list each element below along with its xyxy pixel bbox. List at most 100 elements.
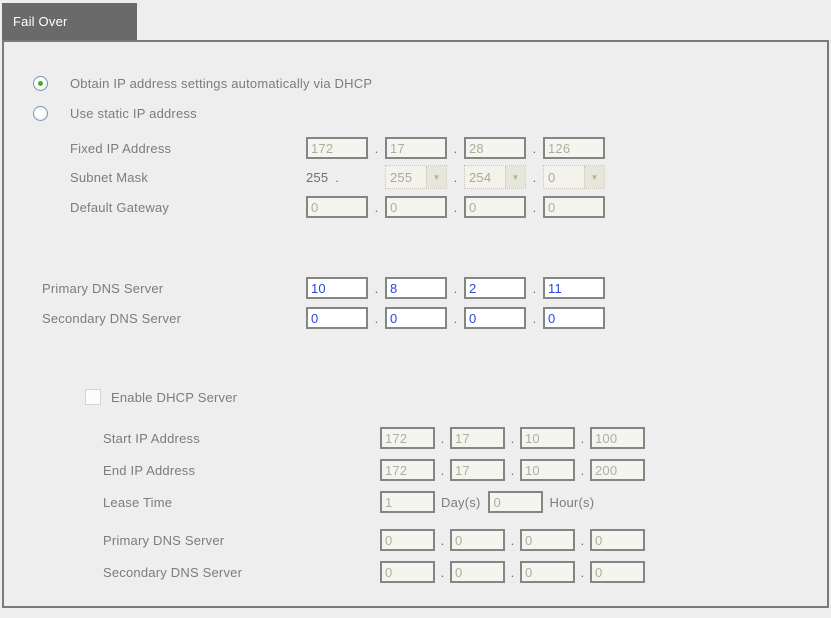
dot-separator: . xyxy=(374,199,379,215)
enable-dhcp-label: Enable DHCP Server xyxy=(111,389,238,405)
dhcp-secondary-dns-octet-2 xyxy=(450,561,505,583)
dot-separator: . xyxy=(453,280,458,296)
dot-separator: . xyxy=(453,199,458,215)
end-ip-octet-3 xyxy=(520,459,575,481)
dhcp-secondary-dns-octet-3 xyxy=(520,561,575,583)
dhcp-primary-dns-octet-2 xyxy=(450,529,505,551)
start-ip-octets: . . . xyxy=(380,426,645,450)
dhcp-primary-dns-octet-3 xyxy=(520,529,575,551)
secondary-dns-octets: . . . xyxy=(306,306,605,330)
primary-dns-octet-4[interactable] xyxy=(543,277,605,299)
primary-dns-row: Primary DNS Server . . . xyxy=(4,276,827,300)
dhcp-primary-dns-octet-1 xyxy=(380,529,435,551)
subnet-mask-row: Subnet Mask 255 . 255 ▼ . 254 ▼ . 0 ▼ xyxy=(4,165,827,189)
start-ip-octet-1 xyxy=(380,427,435,449)
dhcp-secondary-dns-row: Secondary DNS Server . . . xyxy=(4,560,827,584)
lease-days-unit: Day(s) xyxy=(441,494,481,510)
primary-dns-octet-2[interactable] xyxy=(385,277,447,299)
dot-separator: . xyxy=(580,462,585,478)
subnet-octet-3-value: 254 xyxy=(469,169,492,185)
gateway-octet-1 xyxy=(306,196,368,218)
secondary-dns-octet-3[interactable] xyxy=(464,307,526,329)
gateway-octet-2 xyxy=(385,196,447,218)
dhcp-primary-dns-row: Primary DNS Server . . . xyxy=(4,528,827,552)
default-gateway-label: Default Gateway xyxy=(70,199,170,215)
dot-separator: . xyxy=(580,532,585,548)
lease-time-label: Lease Time xyxy=(103,494,173,510)
chevron-down-icon: ▼ xyxy=(505,166,525,188)
tab-fail-over[interactable]: Fail Over xyxy=(2,3,137,40)
start-ip-octet-3 xyxy=(520,427,575,449)
radio-use-static[interactable] xyxy=(33,105,48,121)
dot-separator: . xyxy=(453,169,458,185)
dhcp-primary-dns-label: Primary DNS Server xyxy=(103,532,225,548)
dot-separator: . xyxy=(510,564,515,580)
end-ip-row: End IP Address . . . xyxy=(4,458,827,482)
dot-separator: . xyxy=(440,430,445,446)
chevron-down-icon: ▼ xyxy=(426,166,446,188)
dot-separator: . xyxy=(580,564,585,580)
fixed-ip-octet-4 xyxy=(543,137,605,159)
primary-dns-octet-3[interactable] xyxy=(464,277,526,299)
subnet-octet-1-static: 255 xyxy=(306,169,329,185)
dot-separator: . xyxy=(453,310,458,326)
enable-dhcp-checkbox[interactable] xyxy=(85,389,101,405)
lease-days-input xyxy=(380,491,435,513)
lease-time-fields: Day(s) Hour(s) xyxy=(380,490,602,514)
dhcp-secondary-dns-octets: . . . xyxy=(380,560,645,584)
secondary-dns-row: Secondary DNS Server . . . xyxy=(4,306,827,330)
lease-time-row: Lease Time Day(s) Hour(s) xyxy=(4,490,827,514)
fixed-ip-octet-1 xyxy=(306,137,368,159)
subnet-octet-4-select: 0 ▼ xyxy=(543,165,605,189)
tab-fail-over-label: Fail Over xyxy=(13,14,68,29)
start-ip-octet-2 xyxy=(450,427,505,449)
start-ip-label: Start IP Address xyxy=(103,430,200,446)
dot-separator: . xyxy=(374,140,379,156)
gateway-octet-4 xyxy=(543,196,605,218)
fixed-ip-octets: . . . xyxy=(306,136,605,160)
dhcp-secondary-dns-label: Secondary DNS Server xyxy=(103,564,243,580)
fixed-ip-octet-3 xyxy=(464,137,526,159)
dot-separator: . xyxy=(532,280,537,296)
subnet-mask-octets: 255 . 255 ▼ . 254 ▼ . 0 ▼ xyxy=(306,165,605,189)
fixed-ip-octet-2 xyxy=(385,137,447,159)
dot-separator: . xyxy=(510,462,515,478)
dot-separator: . xyxy=(374,310,379,326)
dot-separator: . xyxy=(532,169,537,185)
primary-dns-label: Primary DNS Server xyxy=(42,280,164,296)
end-ip-label: End IP Address xyxy=(103,462,196,478)
radio-row-use-static: Use static IP address xyxy=(4,101,827,125)
secondary-dns-label: Secondary DNS Server xyxy=(42,310,182,326)
dot-separator: . xyxy=(440,532,445,548)
dhcp-primary-dns-octet-4 xyxy=(590,529,645,551)
dot-separator: . xyxy=(440,564,445,580)
subnet-octet-3-select: 254 ▼ xyxy=(464,165,526,189)
lease-hours-unit: Hour(s) xyxy=(549,494,595,510)
dot-separator: . xyxy=(440,462,445,478)
secondary-dns-octet-1[interactable] xyxy=(306,307,368,329)
fixed-ip-label: Fixed IP Address xyxy=(70,140,172,156)
fixed-ip-row: Fixed IP Address . . . xyxy=(4,136,827,160)
primary-dns-octet-1[interactable] xyxy=(306,277,368,299)
gateway-octet-3 xyxy=(464,196,526,218)
enable-dhcp-row: Enable DHCP Server xyxy=(4,385,827,409)
end-ip-octet-1 xyxy=(380,459,435,481)
end-ip-octet-2 xyxy=(450,459,505,481)
chevron-down-icon: ▼ xyxy=(584,166,604,188)
radio-obtain-dhcp[interactable] xyxy=(33,75,48,91)
lease-hours-input xyxy=(488,491,544,513)
default-gateway-row: Default Gateway . . . xyxy=(4,195,827,219)
subnet-octet-2-select: 255 ▼ xyxy=(385,165,447,189)
end-ip-octet-4 xyxy=(590,459,645,481)
dot-separator: . xyxy=(532,199,537,215)
radio-row-obtain-dhcp: Obtain IP address settings automatically… xyxy=(4,71,827,95)
radio-use-static-label: Use static IP address xyxy=(70,105,197,121)
start-ip-row: Start IP Address . . . xyxy=(4,426,827,450)
dhcp-secondary-dns-octet-1 xyxy=(380,561,435,583)
secondary-dns-octet-2[interactable] xyxy=(385,307,447,329)
default-gateway-octets: . . . xyxy=(306,195,605,219)
dot-separator: . xyxy=(532,140,537,156)
secondary-dns-octet-4[interactable] xyxy=(543,307,605,329)
subnet-mask-label: Subnet Mask xyxy=(70,169,149,185)
radio-obtain-dhcp-label: Obtain IP address settings automatically… xyxy=(70,75,373,91)
